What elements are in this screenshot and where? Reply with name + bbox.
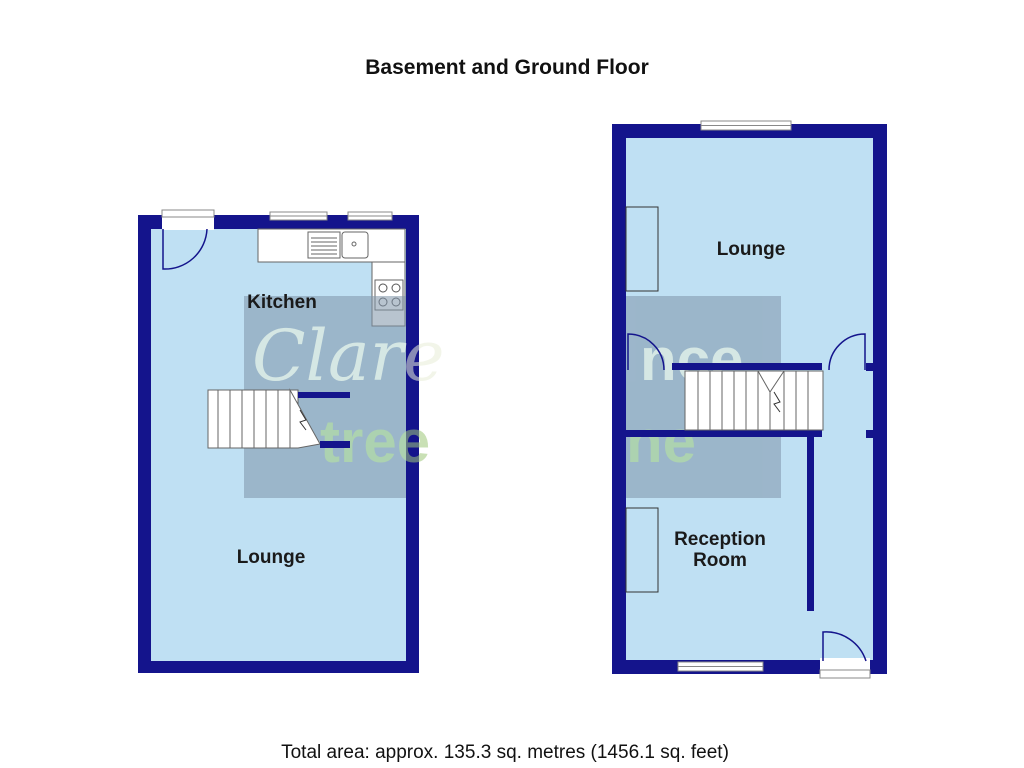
basement-room-label-kitchen: Kitchen [247, 292, 317, 313]
ground-room-label-reception-1: Reception [674, 529, 766, 550]
lounge-alcove [625, 206, 659, 292]
total-area-caption: Total area: approx. 135.3 sq. metres (14… [281, 742, 729, 763]
ground-room-label-lounge: Lounge [717, 239, 786, 260]
basement-plan: Clare tree Kitchen Lounge [138, 209, 445, 673]
basement-staircase [207, 388, 350, 449]
hall-door-swing-icon [828, 333, 866, 371]
stair-arrow-icon [773, 391, 781, 413]
lounge-door-swing-icon [627, 333, 665, 371]
svg-text:Clare: Clare [252, 315, 445, 397]
page-title: Basement and Ground Floor [365, 56, 649, 79]
ground-staircase [684, 370, 824, 431]
ground-floor-plan: nce ne Lounge Recepti [612, 120, 887, 679]
stair-wall-top [672, 363, 822, 370]
lounge-reception-wall [626, 430, 822, 437]
basement-room-label-lounge: Lounge [237, 547, 306, 568]
ground-front-door-swing-icon [822, 631, 867, 662]
stair-arrow-icon [299, 409, 307, 431]
basement-door-frame [161, 209, 215, 218]
reception-alcove [625, 507, 659, 593]
basement-door-swing-icon [162, 228, 208, 270]
svg-text:ne: ne [626, 408, 696, 475]
ground-room-label-reception-2: Room [693, 550, 747, 571]
hallway-wall [807, 437, 814, 611]
sink-icon [307, 231, 369, 259]
